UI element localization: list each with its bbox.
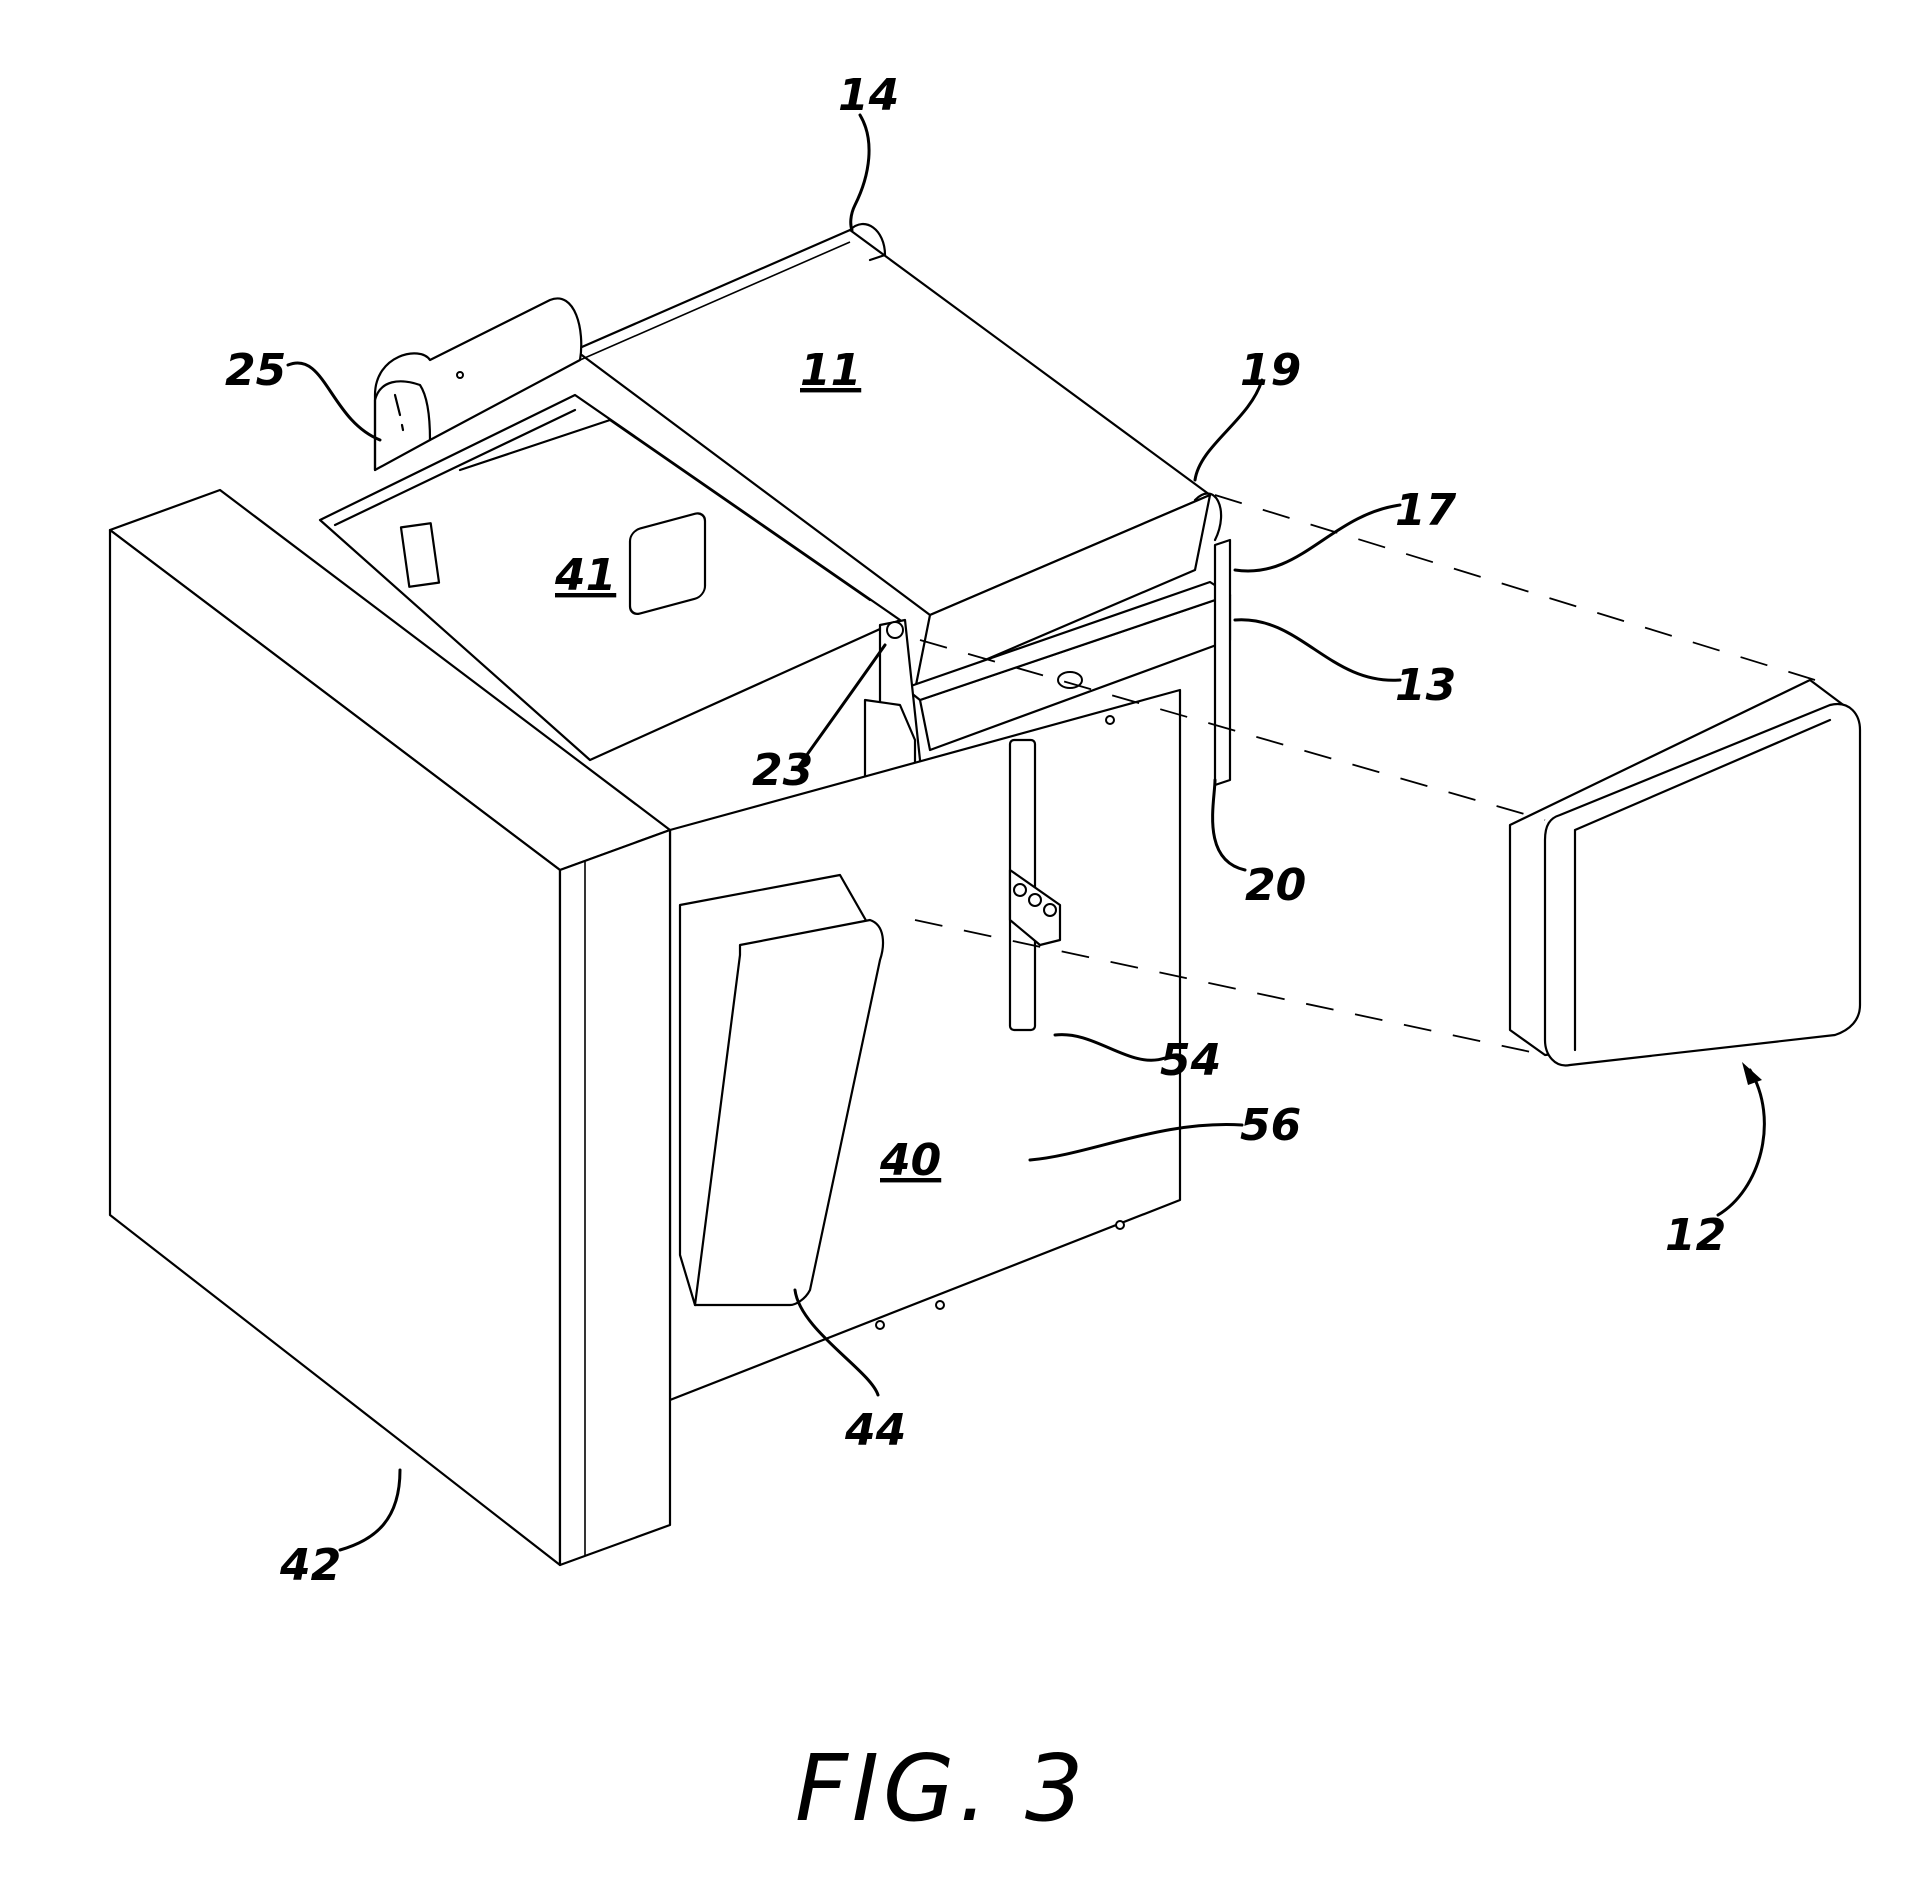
label-13: 13 xyxy=(1395,660,1456,711)
label-19: 19 xyxy=(1240,345,1301,396)
label-42: 42 xyxy=(279,1540,341,1591)
label-41: 41 xyxy=(554,550,616,601)
label-40: 40 xyxy=(879,1135,941,1186)
label-25: 25 xyxy=(225,345,286,396)
label-44: 44 xyxy=(844,1405,906,1456)
label-56: 56 xyxy=(1240,1100,1301,1151)
label-12: 12 xyxy=(1665,1210,1726,1261)
cover-assembly xyxy=(1510,680,1860,1065)
label-23: 23 xyxy=(752,745,813,796)
label-20: 20 xyxy=(1245,860,1306,911)
label-14: 14 xyxy=(838,70,899,121)
label-11: 11 xyxy=(800,345,861,396)
label-54: 54 xyxy=(1160,1035,1221,1086)
label-17: 17 xyxy=(1395,485,1457,536)
figure-caption: FIG. 3 xyxy=(795,1735,1087,1842)
